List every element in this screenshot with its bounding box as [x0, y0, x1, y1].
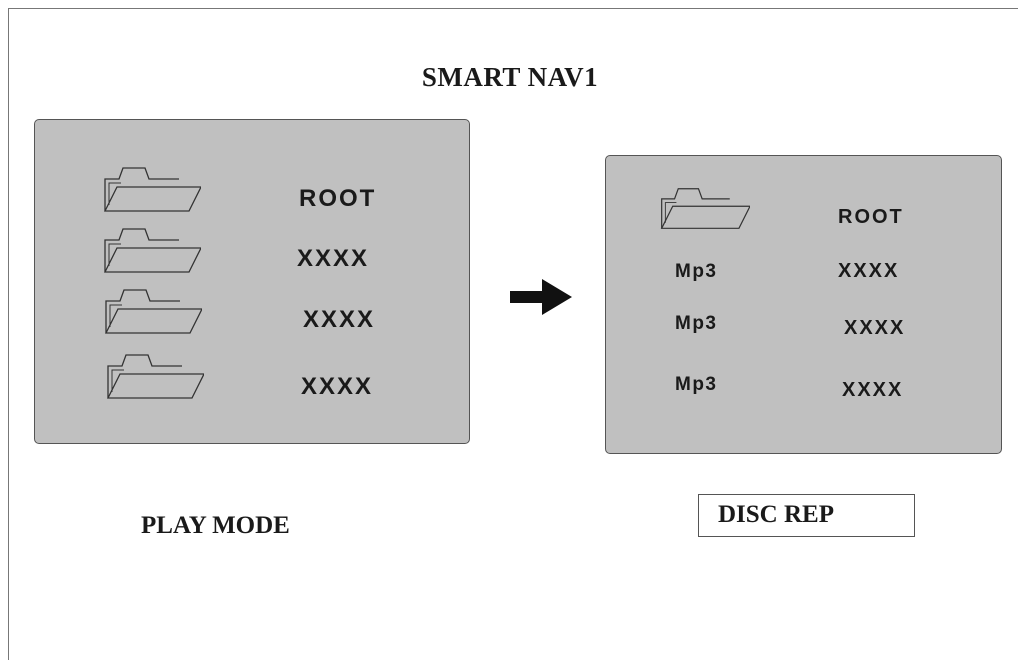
- row-label: XXXX: [842, 379, 904, 401]
- mp3-label: Mp3: [675, 374, 718, 395]
- folder-icon: [101, 165, 201, 215]
- disc-rep-box: DISC REP: [698, 494, 915, 537]
- folder-icon: [101, 226, 201, 276]
- row-label: XXXX: [838, 260, 900, 282]
- play-mode-caption: PLAY MODE: [141, 512, 290, 539]
- row-label-root: ROOT: [838, 206, 904, 228]
- folder-icon: [102, 287, 202, 337]
- disc-rep-caption: DISC REP: [718, 501, 834, 528]
- mp3-label: Mp3: [675, 261, 718, 282]
- arrow-right-icon: [508, 277, 574, 317]
- row-label-root: ROOT: [299, 185, 377, 212]
- disc-rep-screen: ROOT Mp3 XXXX Mp3 XXXX Mp3 XXXX: [605, 155, 1002, 454]
- diagram-frame: [8, 8, 1018, 660]
- folder-icon: [658, 186, 750, 232]
- row-label: XXXX: [301, 373, 374, 400]
- play-mode-screen: ROOT XXXX XXXX XXXX: [34, 119, 470, 444]
- row-label: XXXX: [297, 245, 370, 272]
- folder-icon: [104, 352, 204, 402]
- mp3-label: Mp3: [675, 313, 718, 334]
- row-label: XXXX: [844, 317, 906, 339]
- row-label: XXXX: [303, 306, 376, 333]
- diagram-title: SMART NAV1: [421, 62, 599, 92]
